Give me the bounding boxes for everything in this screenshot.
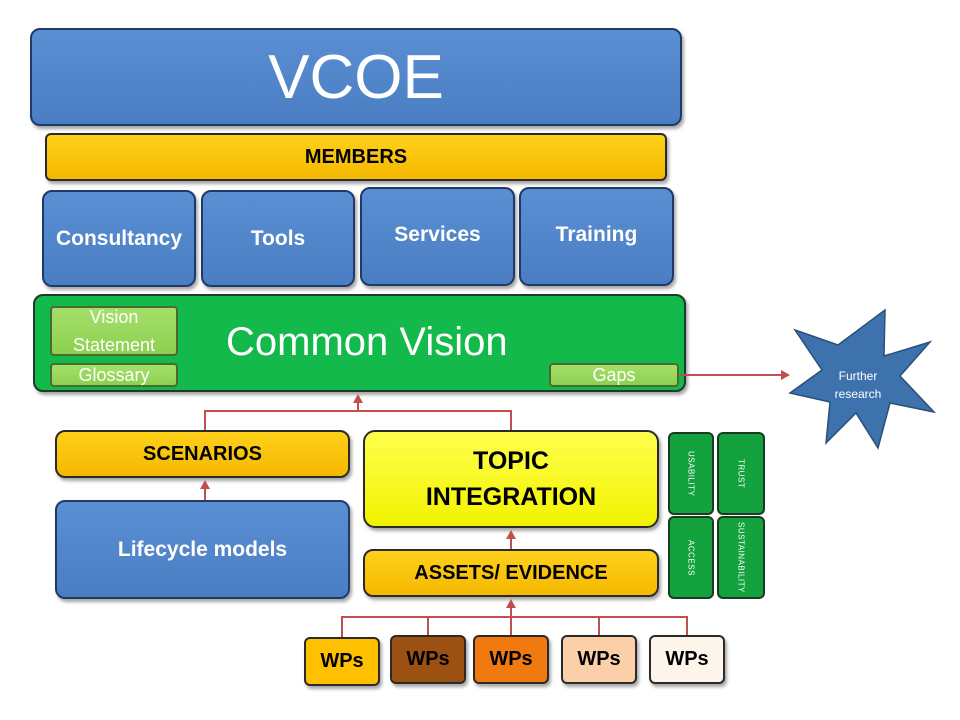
assets-evidence-box: ASSETS/ EVIDENCE	[363, 549, 659, 597]
offering-label: Training	[555, 222, 638, 246]
topic-integration-box: TOPIC INTEGRATION	[363, 430, 659, 528]
glossary-box: Glossary	[50, 363, 178, 387]
scenarios-label: SCENARIOS	[143, 442, 262, 465]
wp-box-3: WPs	[473, 635, 549, 684]
topic-integration-label: TOPIC INTEGRATION	[425, 447, 597, 511]
further-research-star	[788, 308, 937, 450]
offering-label: Consultancy	[55, 226, 183, 250]
connector-wps-bus	[341, 616, 688, 637]
offering-services: Services	[360, 187, 515, 286]
wp-box-2: WPs	[390, 635, 466, 684]
wp-label: WPs	[577, 648, 621, 670]
members-label: MEMBERS	[304, 145, 408, 168]
quality-sustainability: SUSTAINABILITY	[717, 516, 765, 599]
further-research-label: Further research	[820, 367, 896, 403]
members-bar: MEMBERS	[45, 133, 667, 181]
vision-statement-box: Vision Statement	[50, 306, 178, 356]
offering-label: Services	[394, 222, 481, 246]
wp-label: WPs	[665, 648, 709, 670]
further-research-text: Further research	[834, 369, 882, 401]
assets-evidence-label: ASSETS/ EVIDENCE	[414, 561, 608, 584]
vcoe-title: VCOE	[268, 42, 444, 112]
wp-label: WPs	[320, 650, 364, 672]
offering-consultancy: Consultancy	[42, 190, 196, 287]
vcoe-banner: VCOE	[30, 28, 682, 126]
connector-vision-merge	[204, 410, 512, 430]
wp-label: WPs	[489, 648, 533, 670]
quality-label: USABILITY	[686, 450, 696, 497]
vision-statement-label: Vision Statement	[72, 307, 156, 355]
gaps-label: Gaps	[592, 365, 636, 385]
common-vision-title: Common Vision	[226, 320, 508, 364]
quality-trust: TRUST	[717, 432, 765, 515]
wp-box-5: WPs	[649, 635, 725, 684]
wp-box-4: WPs	[561, 635, 637, 684]
offering-label: Tools	[250, 226, 306, 250]
lifecycle-models-label: Lifecycle models	[117, 537, 288, 561]
scenarios-box: SCENARIOS	[55, 430, 350, 478]
quality-label: TRUST	[736, 458, 746, 489]
offering-training: Training	[519, 187, 674, 286]
wp-label: WPs	[406, 648, 450, 670]
gaps-box: Gaps	[549, 363, 679, 387]
quality-usability: USABILITY	[668, 432, 714, 515]
wp-box-1: WPs	[304, 637, 380, 686]
quality-access: ACCESS	[668, 516, 714, 599]
lifecycle-models-box: Lifecycle models	[55, 500, 350, 599]
quality-label: SUSTAINABILITY	[736, 522, 746, 593]
quality-label: ACCESS	[686, 539, 696, 576]
glossary-label: Glossary	[78, 365, 150, 385]
offering-tools: Tools	[201, 190, 355, 287]
